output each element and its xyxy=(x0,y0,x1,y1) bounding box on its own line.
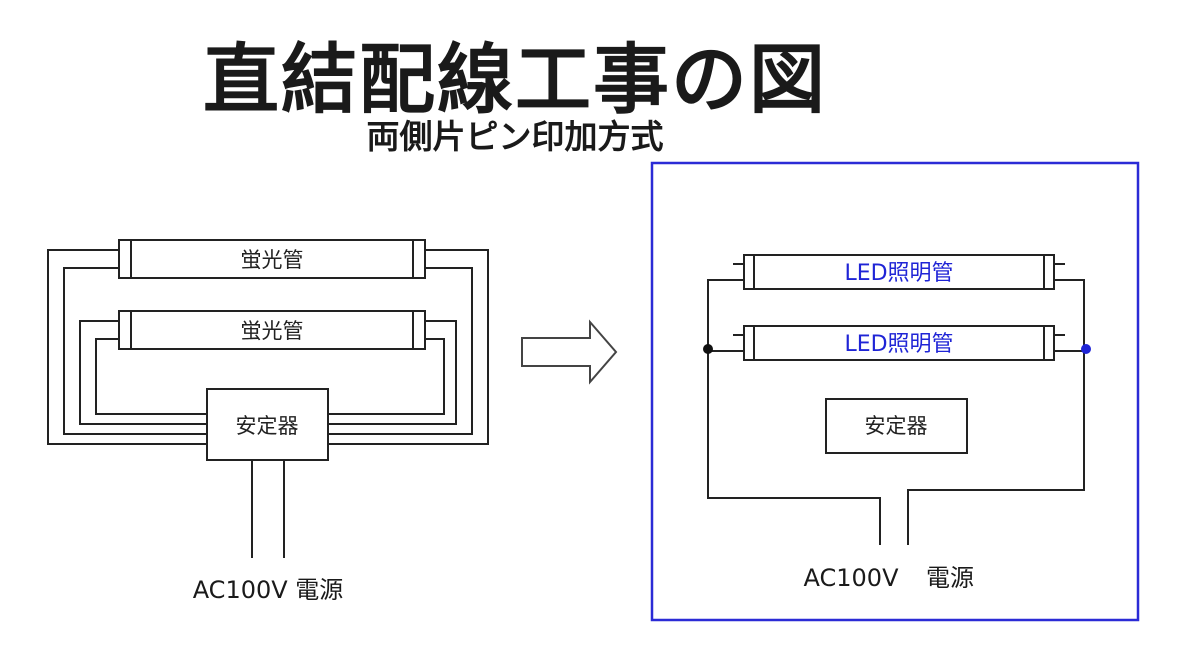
right-ballast-label: 安定器 xyxy=(865,414,928,438)
junction-dot xyxy=(703,344,713,354)
left-tube-bottom xyxy=(108,310,436,350)
junction-dot xyxy=(1081,344,1091,354)
page-subtitle: 両側片ピン印加方式 xyxy=(366,117,664,156)
right-diagram xyxy=(707,254,1085,545)
right-tube-top xyxy=(733,254,1065,290)
right-power-label-src: 電源 xyxy=(926,564,974,592)
wire xyxy=(328,338,445,415)
left-power-label: AC100V 電源 xyxy=(193,576,344,604)
left-diagram xyxy=(47,239,489,558)
wire xyxy=(95,338,207,415)
right-power-label-ac: AC100V xyxy=(804,564,900,592)
right-ballast-box xyxy=(825,398,968,454)
wire xyxy=(907,279,1085,545)
wire xyxy=(47,249,207,445)
left-tube-top-label: 蛍光管 xyxy=(241,248,304,272)
wire xyxy=(328,320,457,425)
page-title: 直結配線工事の図 xyxy=(203,35,827,124)
wire xyxy=(707,279,881,545)
right-diagram-frame xyxy=(650,161,1140,622)
right-tube-bottom-label: LED照明管 xyxy=(844,332,953,357)
left-tube-top xyxy=(108,239,436,279)
wire xyxy=(328,249,489,445)
wire xyxy=(79,320,207,425)
wire xyxy=(328,267,473,435)
right-arrow-icon xyxy=(521,319,618,385)
right-tube-bottom xyxy=(733,325,1065,361)
wire xyxy=(63,267,207,435)
left-tube-bottom-label: 蛍光管 xyxy=(241,319,304,343)
right-tube-top-label: LED照明管 xyxy=(844,261,953,286)
left-ballast-label: 安定器 xyxy=(236,414,299,438)
